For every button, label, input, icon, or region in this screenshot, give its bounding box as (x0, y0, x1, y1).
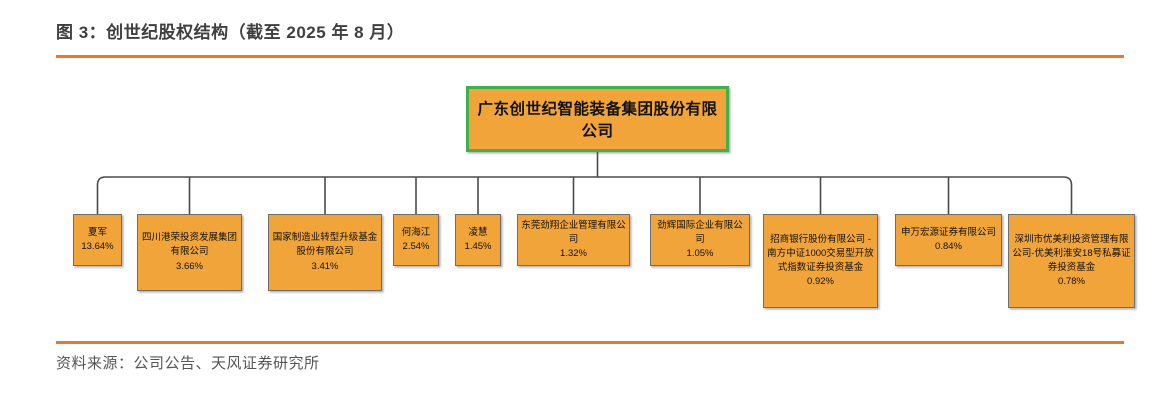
shareholder-ownership-pct: 1.05% (686, 248, 714, 260)
shareholder-name: 四川港荣投资发展集团有限公司 (141, 232, 237, 258)
shareholder-ownership-pct: 1.45% (464, 241, 492, 252)
shareholder-name: 何海江 (401, 226, 431, 238)
shareholder-box: 招商银行股份有限公司 - 南方中证1000交易型开放式指数证券投资基金 0.92… (763, 214, 878, 308)
shareholder-ownership-pct: 13.64% (81, 241, 114, 252)
source-note: 资料来源：公司公告、天风证券研究所 (56, 355, 320, 372)
source-rule (56, 341, 1124, 344)
shareholder-box: 劲辉国际企业有限公司 1.05% (650, 214, 750, 266)
shareholder-box: 申万宏源证券有限公司 0.84% (895, 214, 1002, 266)
shareholder-name: 深圳市优美利投资管理有限公司-优美利淮安18号私募证券投资基金 (1012, 233, 1131, 274)
shareholder-ownership-pct: 3.41% (311, 260, 339, 272)
shareholder-box: 国家制造业转型升级基金股份有限公司 3.41% (268, 214, 382, 291)
shareholder-ownership-pct: 0.84% (935, 241, 962, 252)
shareholder-name: 劲辉国际企业有限公司 (657, 219, 743, 245)
shareholder-name: 招商银行股份有限公司 - 南方中证1000交易型开放式指数证券投资基金 (767, 233, 874, 274)
shareholder-ownership-pct: 0.78% (1058, 276, 1085, 288)
figure-title: 图 3：创世纪股权结构（截至 2025 年 8 月） (56, 23, 405, 42)
shareholder-name: 凌慧 (468, 226, 488, 238)
shareholder-ownership-pct: 2.54% (402, 241, 430, 252)
shareholder-name: 东莞劲翔企业管理有限公司 (521, 219, 626, 245)
shareholder-name: 申万宏源证券有限公司 (900, 226, 996, 238)
shareholder-box: 四川港荣投资发展集团有限公司 3.66% (137, 214, 242, 291)
shareholder-ownership-pct: 3.66% (176, 260, 203, 272)
parent-company-box: 广东创世纪智能装备集团股份有限公司 (466, 86, 729, 152)
shareholder-name: 国家制造业转型升级基金股份有限公司 (272, 232, 378, 258)
shareholder-box: 深圳市优美利投资管理有限公司-优美利淮安18号私募证券投资基金 0.78% (1008, 214, 1135, 308)
shareholder-box: 夏军 13.64% (73, 214, 122, 266)
shareholder-ownership-pct: 0.92% (807, 276, 834, 288)
bus-line (96, 176, 1073, 214)
shareholder-box: 东莞劲翔企业管理有限公司 1.32% (517, 214, 630, 266)
title-rule (56, 55, 1124, 58)
parent-company-name: 广东创世纪智能装备集团股份有限公司 (477, 101, 718, 140)
shareholder-name: 夏军 (87, 226, 107, 238)
shareholder-box: 何海江 2.54% (393, 214, 439, 266)
shareholder-box: 凌慧 1.45% (455, 214, 501, 266)
shareholder-ownership-pct: 1.32% (560, 248, 587, 260)
